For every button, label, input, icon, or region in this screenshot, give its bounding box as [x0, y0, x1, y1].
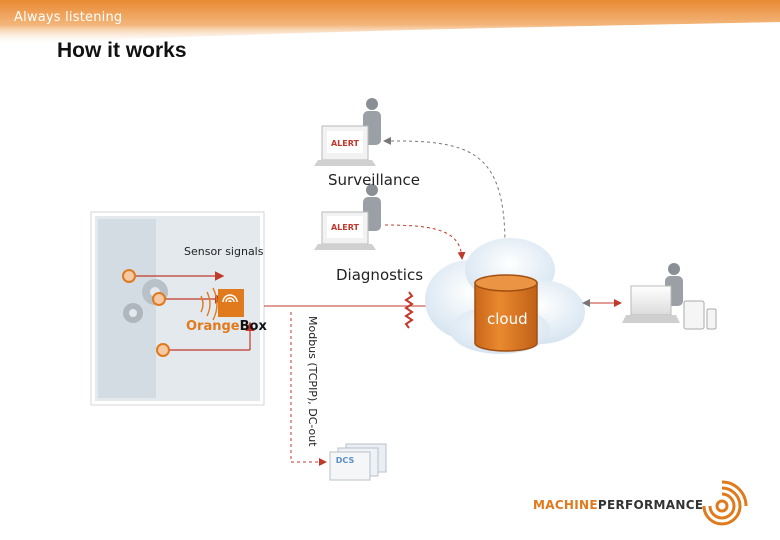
sensor-signals: [122, 269, 255, 357]
orangebox-brand-part1: Orange: [186, 319, 240, 334]
cloud-database-icon: [474, 274, 538, 352]
tablet-icon: [683, 300, 705, 330]
orangebox-device: [200, 287, 244, 321]
diagnostics-label: Diagnostics: [336, 266, 424, 284]
remote-devices: [622, 263, 717, 330]
signal-waveform: [404, 291, 414, 329]
sound-waves-icon: [200, 287, 218, 321]
machineperformance-logo: MACHINEPERFORMANCE: [533, 498, 703, 512]
tagline: Always listening: [14, 10, 123, 25]
alert-monitor-icon: ALERT: [314, 211, 376, 250]
laptop-icon: [622, 285, 680, 323]
modbus-link: [290, 312, 327, 466]
alert-screen-text: ALERT: [331, 139, 360, 148]
diagnostics-link: [384, 224, 466, 260]
diagnostics-workstation: ALERT: [314, 184, 381, 250]
dcs-screens: DCS: [329, 443, 387, 481]
page-title: How it works: [57, 39, 187, 62]
logo-part2: PERFORMANCE: [597, 498, 704, 512]
sensor-signals-label: Sensor signals: [184, 245, 264, 258]
sensor-icon: [156, 343, 170, 357]
cloud-label: cloud: [487, 310, 528, 328]
logo-part1: MACHINE: [533, 498, 598, 512]
machineperformance-logo-icon: [702, 480, 748, 526]
sensor-icon: [122, 269, 136, 283]
phone-icon: [706, 308, 717, 330]
alert-monitor-icon: ALERT: [314, 125, 376, 166]
alert-screen-text: ALERT: [331, 223, 360, 232]
surveillance-workstation: ALERT: [314, 98, 381, 166]
orangebox-brand: OrangeBox: [186, 319, 267, 334]
modbus-label: Modbus (TCPIP), DC-out: [306, 316, 319, 447]
sensor-icon: [152, 292, 166, 306]
orangebox-icon: [218, 289, 244, 317]
surveillance-label: Surveillance: [328, 171, 420, 189]
header-band: [0, 0, 780, 45]
dcs-screen-text: DCS: [336, 456, 355, 465]
surveillance-link: [383, 136, 509, 247]
gear-icon: [123, 303, 143, 323]
orangebox-brand-part2: Box: [239, 319, 267, 334]
